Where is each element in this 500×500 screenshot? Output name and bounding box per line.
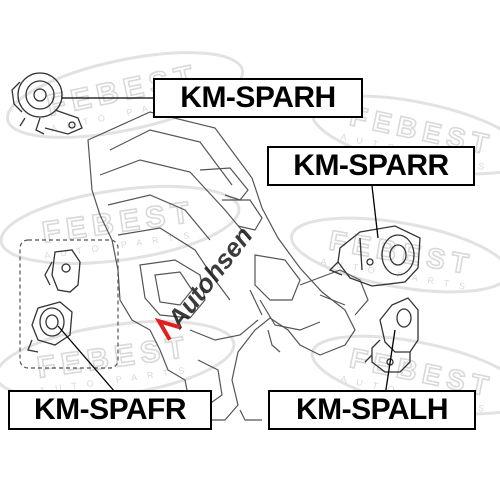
part-label-bottom-left: KM-SPAFR xyxy=(8,390,212,430)
mount-spalh xyxy=(364,297,419,373)
part-label-bottom-right: KM-SPALH xyxy=(268,390,476,430)
part-label-top: KM-SPARH xyxy=(153,78,363,118)
engine-block xyxy=(87,111,369,421)
mount-spafr xyxy=(27,249,81,353)
bracket-frame xyxy=(19,239,119,369)
leader-lines xyxy=(57,97,396,397)
overlay-accent-mark xyxy=(154,317,181,341)
part-label-right-upper: KM-SPARR xyxy=(267,146,475,186)
mount-sparh xyxy=(11,72,83,135)
